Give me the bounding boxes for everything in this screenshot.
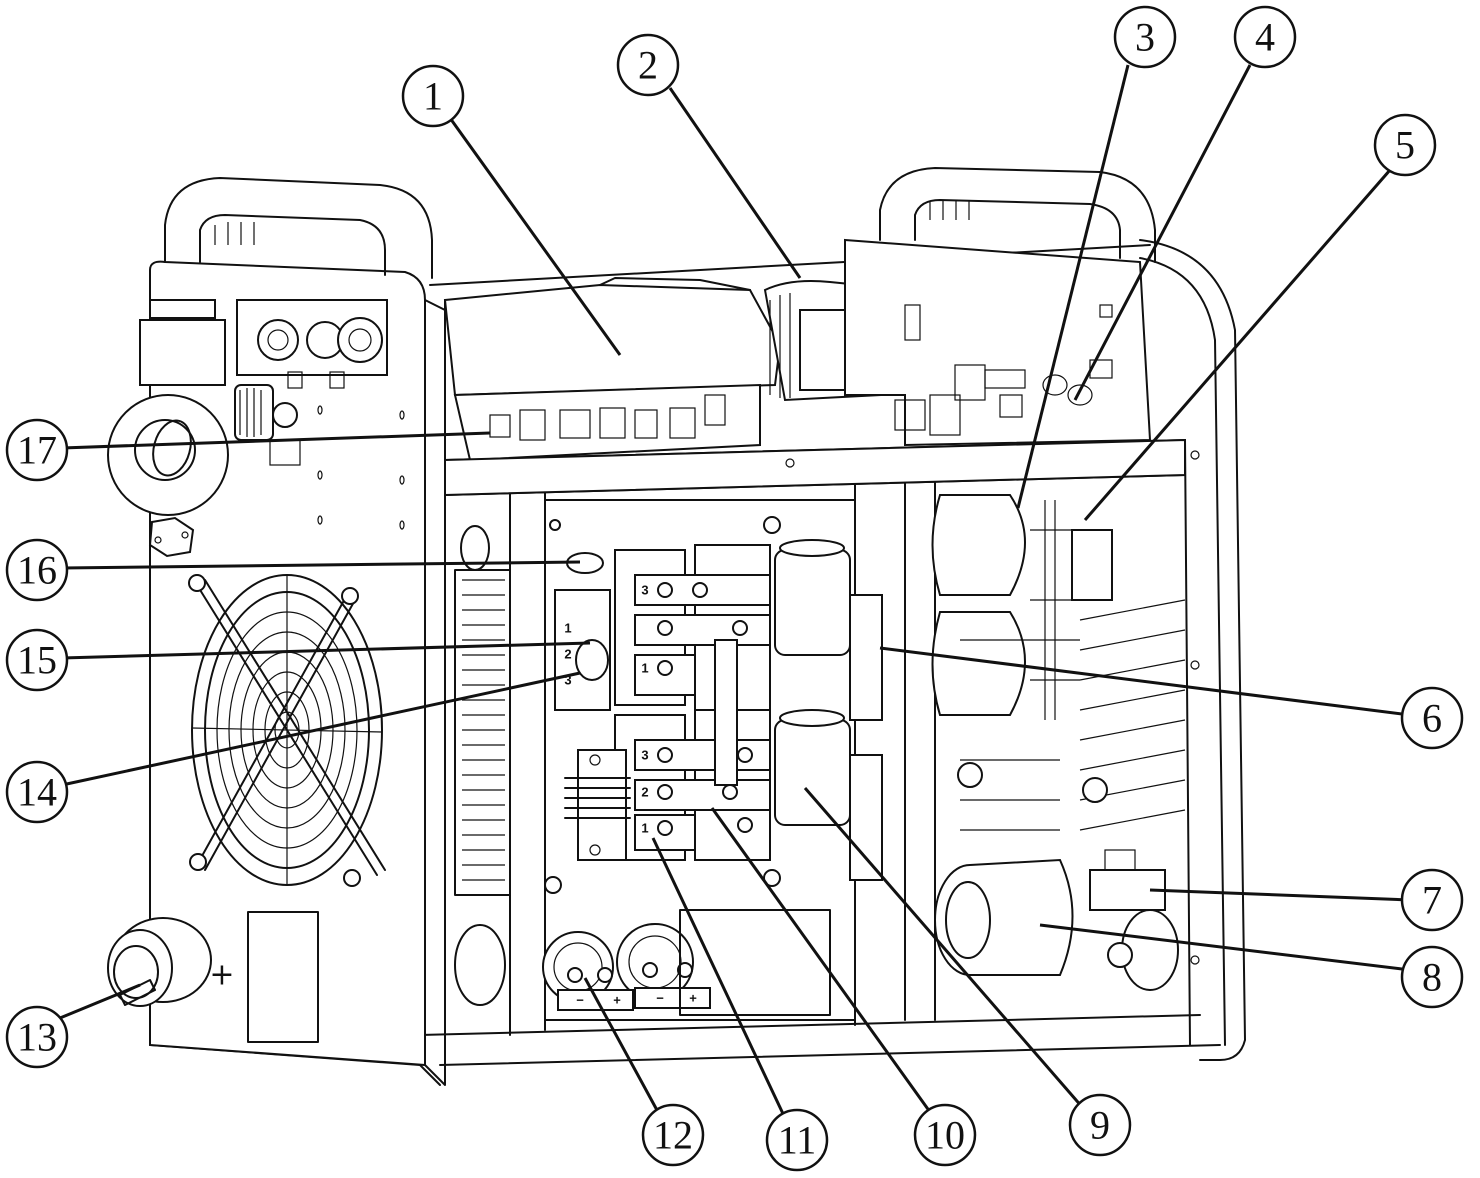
leader-14 [61,671,581,787]
electrolytic-capacitor-lower [931,611,1026,716]
panel-holes [317,405,405,530]
module-pin-label: 2 [564,647,571,662]
module-pin-label: 1 [641,661,648,676]
snubber-board [849,754,883,881]
leader-3 [1016,64,1130,509]
igbt-module-lower: 3 2 1 [614,709,771,861]
power-socket [148,516,195,558]
callout-16: 16 [5,538,69,602]
leader-10 [710,807,932,1113]
module-pin-label: 2 [641,785,648,800]
svg-text:7: 7 [1422,878,1442,923]
callout-13: 13 [5,1005,69,1069]
terminal-minus-label: − [656,991,664,1006]
leader-6 [879,646,1411,717]
leader-12 [583,977,660,1113]
output-terminal [107,917,212,1007]
current-transformer [564,749,631,861]
top-cover [443,283,782,397]
callout-11: 11 [765,1108,829,1172]
svg-text:2: 2 [638,43,658,88]
callout-12: 12 [641,1103,705,1167]
film-capacitor-lower [774,709,851,826]
callout-6: 6 [1400,686,1464,750]
igbt-module-upper: 3 1 [614,544,771,711]
svg-text:12: 12 [653,1113,693,1158]
control-board [844,238,1152,447]
leader-9 [803,787,1085,1109]
front-panel: + [107,177,446,1086]
gas-connector-ring [107,394,229,516]
callout-15: 15 [5,628,69,692]
bleeder-resistor [1071,529,1113,601]
leader-1 [448,117,622,356]
svg-text:1: 1 [423,74,443,119]
callout-4: 4 [1233,5,1297,69]
leader-4 [1073,64,1252,401]
callout-14: 14 [5,760,69,824]
svg-text:4: 4 [1255,15,1275,60]
control-socket [337,317,383,363]
svg-text:11: 11 [778,1118,817,1163]
svg-text:17: 17 [17,428,57,473]
callout-8: 8 [1400,945,1464,1009]
output-inductor [934,858,1074,976]
callout-9: 9 [1068,1093,1132,1157]
callout-3: 3 [1113,5,1177,69]
front-plus-sign: + [209,958,234,993]
input-terminals: − + − + [454,909,831,1016]
module-pin-label: 3 [641,748,648,763]
leader-5 [1083,169,1392,521]
callout-10: 10 [913,1103,977,1167]
callout-2: 2 [616,33,680,97]
svg-text:5: 5 [1395,123,1415,168]
terminal-minus-label: − [576,993,584,1008]
film-capacitor-upper [774,539,851,656]
svg-text:15: 15 [17,638,57,683]
leader-16 [61,560,581,570]
leader-2 [668,87,802,279]
panel-connector-bracket [149,299,216,319]
svg-text:10: 10 [925,1113,965,1158]
leader-17 [61,431,491,450]
callout-5: 5 [1373,113,1437,177]
leader-11 [651,837,787,1119]
leader-8 [1039,923,1411,972]
svg-text:14: 14 [17,770,57,815]
thermistor-disc [575,639,609,681]
rating-label-area [247,911,319,1043]
svg-text:8: 8 [1422,955,1442,1000]
terminal-plus-label: + [689,991,697,1006]
terminal-plus-label: + [613,993,621,1008]
module-pin-label: 3 [564,673,571,688]
svg-text:13: 13 [17,1015,57,1060]
module-pin-label: 1 [641,821,648,836]
right-bay [931,494,1200,991]
electrolytic-capacitor-upper [931,494,1026,596]
svg-text:9: 9 [1090,1103,1110,1148]
callout-17: 17 [5,418,69,482]
svg-text:6: 6 [1422,696,1442,741]
callout-1: 1 [401,64,465,128]
svg-text:16: 16 [17,548,57,593]
leader-13 [59,983,141,1020]
heatsink [454,525,511,896]
leader-15 [61,641,591,660]
leader-7 [1149,888,1411,902]
snubber-board [849,594,883,721]
control-socket [257,319,299,361]
leader-lines [59,64,1411,1119]
module-pin-label: 1 [564,621,571,636]
svg-text:3: 3 [1135,15,1155,60]
fan-grille [188,574,386,887]
module-pin-label: 3 [641,583,648,598]
callouts: 1 2 3 4 5 6 7 8 9 10 11 12 13 14 15 16 1… [5,5,1464,1172]
callout-7: 7 [1400,868,1464,932]
top-pcb-area [443,167,1200,497]
